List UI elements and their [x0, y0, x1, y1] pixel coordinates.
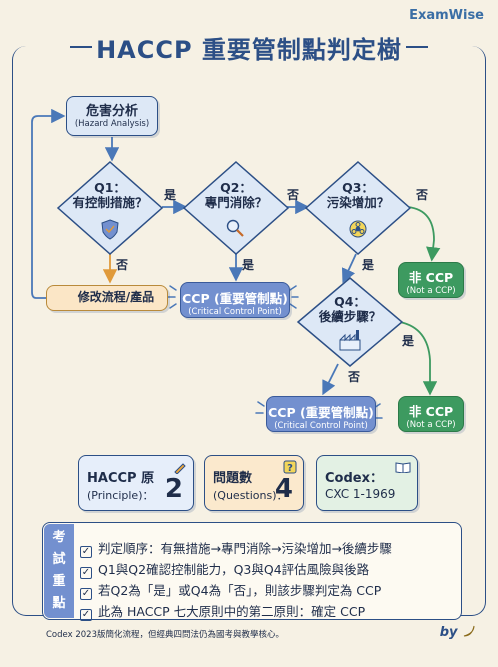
- principle-subtitle: (Principle)：: [87, 489, 154, 502]
- not-ccp-label: 非 CCP: [408, 270, 454, 285]
- arrow-q4-not-ccp: [399, 321, 438, 396]
- modify-process-box: 修改流程/產品: [46, 285, 168, 311]
- info-box-principle: HACCP 原 (Principle)： 2: [78, 455, 194, 511]
- exam-tag: 考試重點: [44, 524, 74, 618]
- footer-note: Codex 2023版簡化流程，但經典四問法仍為國考與教學核心。: [46, 630, 284, 640]
- not-ccp-sublabel: (Not a CCP): [406, 286, 456, 296]
- questions-title: 問題數: [213, 471, 253, 486]
- factory-icon: [339, 330, 361, 351]
- by-signature: by: [440, 624, 476, 640]
- ccp-sublabel: (Critical Control Point): [188, 307, 282, 317]
- exam-tag-label: 考試重點: [52, 530, 66, 611]
- info-box-codex: Codex： CXC 1-1969: [316, 455, 418, 511]
- questions-value: 4: [274, 474, 293, 504]
- title-divider-right: [406, 46, 428, 48]
- edge-label-q3-no: 否: [416, 188, 429, 202]
- checkbox-icon: ✓: [80, 588, 92, 600]
- not-ccp-box-q3: 非 CCP (Not a CCP): [398, 262, 464, 298]
- edge-label-q3-yes: 是: [362, 258, 375, 272]
- not-ccp-label: 非 CCP: [408, 404, 454, 419]
- arrow-q3-not-ccp: [407, 206, 441, 262]
- pencil-icon: [174, 463, 186, 474]
- ccp-sublabel: (Critical Control Point): [274, 421, 368, 431]
- brand-logo: ExamWise: [409, 8, 484, 23]
- magnifier-icon: [226, 219, 240, 233]
- edge-label-q2-yes: 是: [242, 258, 255, 272]
- edge-label-q4-yes: 是: [402, 334, 415, 348]
- q2-text: Q2： 專門消除？: [204, 180, 268, 210]
- svg-text:?: ?: [287, 463, 293, 474]
- questions-subtitle: (Questions)：: [213, 489, 288, 502]
- shield-icon: [101, 219, 119, 240]
- modify-process-label: 修改流程/產品: [77, 290, 155, 304]
- edge-label-q1-yes: 是: [164, 188, 177, 202]
- q1-diamond: [56, 160, 164, 256]
- exam-item-4: ✓此為 HACCP 七大原則中的第二原則：確定 CCP: [80, 604, 366, 621]
- codex-subtitle: CXC 1-1969: [325, 487, 396, 501]
- exam-notes-panel: [42, 522, 462, 620]
- q3-text: Q3： 污染增加？: [326, 180, 390, 210]
- hazard-analysis-sublabel: (Hazard Analysis): [74, 119, 150, 129]
- q3-diamond: [304, 160, 412, 256]
- q1-text: Q1： 有控制措施？: [72, 180, 148, 210]
- checkbox-icon: ✓: [80, 609, 92, 621]
- hazard-analysis-label: 危害分析: [85, 104, 138, 119]
- question-icon: ?: [283, 460, 297, 474]
- info-box-questions: 問題數 (Questions)： 4 ?: [204, 455, 304, 511]
- codex-title: Codex：: [325, 471, 383, 486]
- not-ccp-box-q4: 非 CCP (Not a CCP): [398, 396, 464, 432]
- edge-label-q2-no: 否: [287, 188, 300, 202]
- ccp-box-q2: CCP (重要管制點) (Critical Control Point): [180, 282, 290, 318]
- exam-item-3: ✓若Q2為「是」或Q4為「否」，則該步驟判定為 CCP: [80, 583, 382, 600]
- principle-value: 2: [164, 474, 183, 504]
- arrow-q3-q4: [341, 253, 357, 284]
- q4-text: Q4： 後續步驟？: [318, 294, 382, 324]
- not-ccp-sublabel: (Not a CCP): [406, 420, 456, 430]
- exam-item-1: ✓判定順序：有無措施→專門消除→污染增加→後續步驟: [80, 541, 392, 558]
- ccp-label: CCP (重要管制點): [182, 291, 288, 306]
- q4-diamond: [296, 277, 404, 367]
- title-divider-left: [70, 46, 92, 48]
- arrow-q4-ccp: [322, 363, 339, 396]
- principle-title: HACCP 原: [87, 471, 155, 486]
- checkbox-icon: ✓: [80, 546, 92, 558]
- banana-icon: [463, 625, 475, 637]
- ccp-box-q4: CCP (重要管制點) (Critical Control Point): [266, 396, 376, 432]
- book-icon: [395, 462, 411, 473]
- q2-diamond: [182, 160, 290, 256]
- ccp-label: CCP (重要管制點): [268, 405, 374, 420]
- hazard-analysis-box: 危害分析 (Hazard Analysis): [66, 96, 158, 136]
- checkbox-icon: ✓: [80, 567, 92, 579]
- edge-label-q4-no: 否: [348, 370, 361, 384]
- page-title: HACCP 重要管制點判定樹: [96, 36, 402, 64]
- edge-label-q1-no: 否: [116, 258, 129, 272]
- loop-arrow: [31, 108, 66, 299]
- exam-item-2: ✓Q1與Q2確認控制能力，Q3與Q4評估風險與後路: [80, 562, 370, 579]
